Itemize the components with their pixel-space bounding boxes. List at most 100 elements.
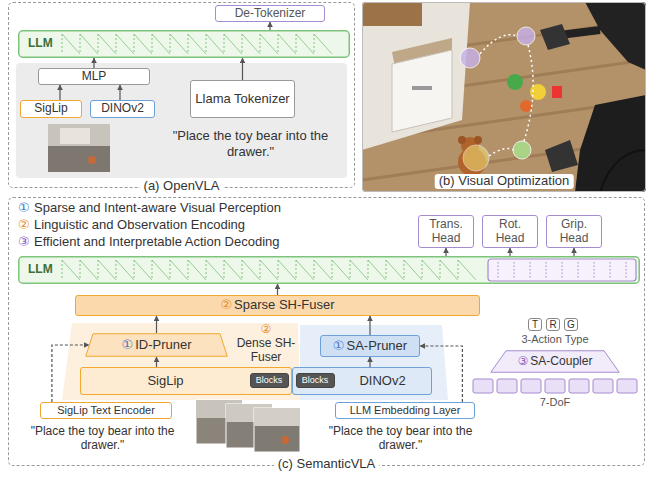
token-line	[188, 34, 189, 54]
head-box: Grip. Head	[546, 215, 602, 248]
attention-line	[404, 260, 422, 280]
node-text: Blocks	[302, 375, 329, 385]
camera-image	[48, 124, 110, 172]
robot-scene-photo	[575, 95, 646, 192]
token-line	[594, 262, 595, 278]
node-text: LLM Embedding Layer	[350, 404, 461, 417]
robot-scene-photo	[520, 100, 532, 112]
attention-line	[116, 260, 134, 280]
token-line	[626, 262, 627, 278]
llm-pattern	[18, 30, 350, 58]
token-line	[188, 260, 189, 280]
arrow-connector	[156, 316, 157, 333]
token-line	[610, 262, 611, 278]
token-line	[242, 260, 243, 280]
panel-frame: (a) OpenVLADe-TokenizerLLMMLPSigLipDINOv…	[8, 2, 355, 188]
token-line	[278, 34, 279, 54]
token-line	[386, 260, 387, 280]
attention-line	[296, 260, 314, 280]
action-type-label: 3-Action Type	[495, 333, 615, 346]
node-text: Trans. Head	[423, 218, 469, 246]
instruction-text: "Place the toy bear into the drawer."	[20, 424, 185, 453]
grey-backdrop	[16, 63, 347, 178]
action-type-box: T	[528, 318, 542, 331]
token-line	[170, 260, 171, 280]
token-line	[170, 34, 171, 54]
panel-caption: (a) OpenVLA	[140, 180, 224, 195]
token-line	[296, 34, 297, 54]
head-box: Rot. Head	[482, 215, 538, 248]
attention-line	[80, 260, 98, 280]
node-text: De-Tokenizer	[235, 7, 306, 21]
token-line	[80, 260, 81, 280]
node-text: Blocks	[256, 375, 283, 385]
camera-image	[88, 156, 96, 164]
node-text: DINOv2	[359, 374, 405, 389]
camera-image-stack	[254, 408, 300, 426]
token-line	[62, 260, 63, 280]
attention-line	[260, 34, 278, 54]
token-line	[530, 262, 531, 278]
callout-number: ②	[232, 322, 300, 336]
callout-number: ③	[18, 234, 30, 250]
robot-scene-photo	[362, 2, 470, 150]
robot-scene-photo	[507, 74, 523, 90]
arrow-connector	[369, 316, 370, 335]
node-text: SigLip	[147, 374, 183, 389]
robot-scene-photo	[362, 2, 422, 26]
token-line	[206, 260, 207, 280]
attention-line	[242, 260, 260, 280]
node-text: LLM	[26, 37, 55, 51]
token-line	[404, 260, 405, 280]
arrow-connector	[573, 248, 574, 256]
token-line	[224, 260, 225, 280]
token-line	[368, 260, 369, 280]
node-text: ①	[121, 338, 133, 353]
attention-line	[170, 34, 188, 54]
arrow-connector	[445, 248, 446, 256]
attention-line	[188, 260, 206, 280]
dof-squares	[569, 379, 589, 393]
attention-line	[332, 260, 350, 280]
token-line	[458, 260, 459, 280]
dof-squares	[521, 379, 541, 393]
action-type-box: G	[564, 318, 578, 331]
panel-caption: (b) Visual Optimization	[435, 174, 574, 189]
instruction-text: "Place the toy bear into the drawer."	[168, 128, 333, 159]
attention-line	[278, 260, 296, 280]
robot-scene-photo	[545, 140, 578, 172]
token-line	[278, 260, 279, 280]
attention-line	[314, 34, 332, 54]
attention-line	[62, 260, 80, 280]
tokenizer-box: Llama Tokenizer	[190, 80, 295, 118]
llm-band: LLM	[18, 256, 640, 284]
panel-caption: (c) SemanticVLA	[274, 458, 380, 473]
attention-line	[440, 260, 458, 280]
token-line	[514, 262, 515, 278]
dof-squares	[473, 379, 637, 393]
token-line	[206, 34, 207, 54]
attention-line	[422, 260, 440, 280]
legend-heading: Sparse and Intent-aware Visual Perceptio…	[34, 200, 281, 216]
encoder-bar: DINOv2 Blocks	[292, 367, 432, 395]
attention-line	[458, 260, 476, 280]
arrow-connector	[369, 357, 370, 367]
token-line	[224, 34, 225, 54]
token-line	[498, 262, 499, 278]
attention-line	[62, 34, 80, 54]
callout-number: ②	[18, 217, 30, 233]
token-line	[152, 34, 153, 54]
arrow-connector	[277, 284, 278, 295]
robot-scene-photo	[362, 2, 646, 192]
node-text: ②	[220, 298, 232, 313]
token-line	[314, 260, 315, 280]
camera-image	[48, 124, 110, 146]
mlp-box: MLP	[38, 68, 150, 85]
token-line	[134, 34, 135, 54]
attention-line	[98, 260, 116, 280]
robot-scene-photo	[460, 48, 480, 68]
node-text: SA-Coupler	[530, 355, 592, 369]
robot-scene-photo	[463, 145, 489, 171]
robot-scene-photo	[458, 136, 466, 144]
